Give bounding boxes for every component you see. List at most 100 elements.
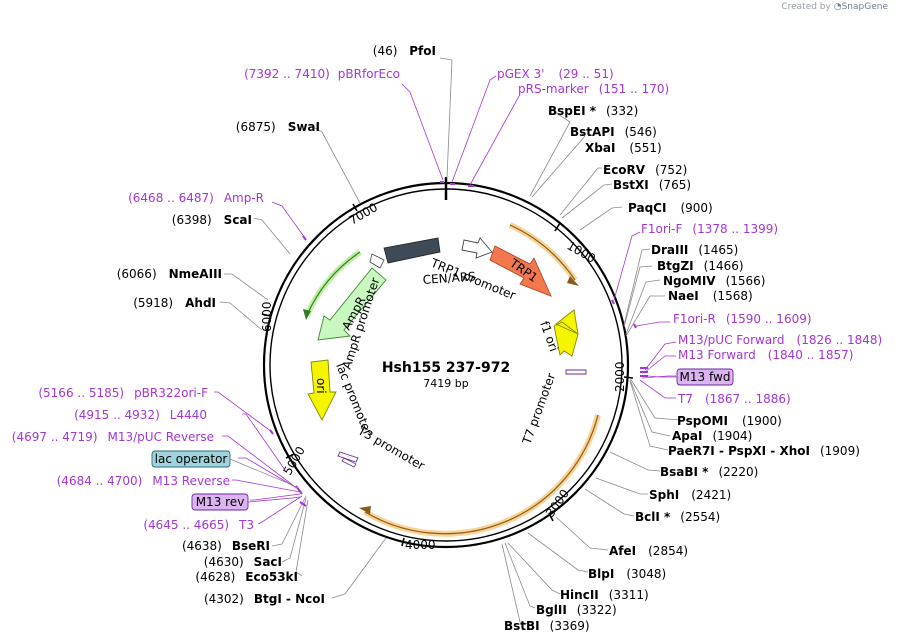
svg-text:M13/pUC Forward(1826 .. 1848): M13/pUC Forward (1826 .. 1848) (678, 333, 882, 347)
svg-text:BstBI(3369): BstBI (3369) (504, 619, 590, 633)
enzyme-name-saci: SacI (254, 555, 282, 569)
t3-promoter-marker (337, 451, 359, 463)
trp1-feature (489, 245, 552, 297)
svg-text:F1ori-R(1590 .. 1609): F1ori-R(1590 .. 1609) (673, 312, 812, 326)
ampr-arrow-arc (306, 251, 361, 316)
enzyme-pos-ecorv: (752) (655, 163, 687, 177)
svg-text:(4630)SacI: (4630) SacI (204, 555, 282, 569)
enzyme-pos-bglii: (3322) (577, 603, 617, 617)
f1-ori-feature (553, 309, 579, 357)
svg-text:(4645 .. 4665)T3: (4645 .. 4665) T3 (143, 518, 254, 532)
boxed-label-m13-fwd: M13 fwd (676, 368, 734, 386)
svg-text:SphI(2421): SphI(2421) (649, 488, 731, 502)
svg-text:PspOMI(1900): PspOMI(1900) (677, 414, 782, 428)
primer-range-pbr322ori-f: (5166 .. 5185) (38, 386, 124, 400)
svg-text:BstAPI(546): BstAPI(546) (570, 125, 657, 139)
enzyme-name-blpi: BlpI (588, 567, 614, 581)
enzyme-name-ecorv: EcoRV (603, 163, 646, 177)
enzyme-name-draiii: DraIII (651, 243, 688, 257)
enzyme-name-ngomiv: NgoMIV (663, 274, 716, 288)
enzyme-pos-paer7i-pspxi-xhoi: (1909) (820, 444, 860, 458)
enzyme-pos-eco53ki: (4628) (195, 570, 235, 584)
credit-prefix: Created by (781, 2, 831, 12)
enzyme-name-paqci: PaqCI (628, 201, 666, 215)
primer-name-t3: T3 (238, 518, 254, 532)
svg-text:BspEI *(332): BspEI *(332) (548, 104, 638, 118)
svg-text:(6398)ScaI: (6398)ScaI (172, 213, 252, 227)
svg-text:ApaI(1904): ApaI(1904) (672, 429, 752, 443)
trp1-arrow-arc (509, 224, 576, 281)
svg-text:(4915 .. 4932)L4440: (4915 .. 4932)L4440 (74, 408, 207, 422)
m13-fwd-leader (647, 375, 677, 378)
enzyme-name-xbai: XbaI (585, 141, 615, 155)
primer-name-f1ori-r: F1ori-R (673, 312, 716, 326)
svg-text:(46) PfoI: (46) PfoI (373, 44, 436, 58)
enzyme-pos-ngomiv: (1566) (726, 274, 766, 288)
feature-label-t7-promoter: T7 promoter (519, 371, 558, 447)
svg-text:(6875)SwaI: (6875)SwaI (236, 120, 320, 134)
plasmid-name: Hsh155 237-972 (382, 360, 510, 376)
enzyme-name-bglii: BglII (536, 603, 567, 617)
tick-2000: 2000 (613, 361, 627, 392)
primer-name-t7: T7 (677, 392, 693, 406)
feature-label-cen-ars: CEN/ARS (422, 269, 476, 287)
tick-7000: 7000 (347, 200, 380, 227)
lac-promoter-marker (341, 457, 357, 468)
enzyme-pos-ahdi: (5918) (133, 296, 173, 310)
enzyme-name-swai: SwaI (288, 120, 320, 134)
enzyme-name-nmeaiii: NmeAIII (169, 267, 222, 281)
enzyme-pos-bspei: (332) (606, 104, 638, 118)
svg-text:T7(1867 .. 1886): T7 (1867 .. 1886) (677, 392, 791, 406)
primer-name-pgex3: pGEX 3' (497, 67, 544, 81)
svg-text:BtgZI(1466): BtgZI(1466) (657, 259, 744, 273)
svg-text:BstXI(765): BstXI (765) (613, 178, 691, 192)
enzyme-pos-afei: (2854) (648, 544, 688, 558)
enzyme-name-btgzi: BtgZI (657, 259, 694, 273)
primer-range-pgex3: (29 .. 51) (558, 67, 613, 81)
enzyme-name-eco53ki: Eco53kI (245, 570, 298, 584)
primer-range-t3: (4645 .. 4665) (143, 518, 229, 532)
svg-text:(6066)NmeAIII: (6066)NmeAIII (117, 267, 222, 281)
enzyme-pos-bstxi: (765) (659, 178, 691, 192)
svg-text:BsaBI *(2220): BsaBI *(2220) (660, 465, 758, 479)
enzyme-pos-draiii: (1465) (698, 243, 738, 257)
primer-range-m13-reverse: (4684 .. 4700) (57, 474, 143, 488)
enzyme-pos-apai: (1904) (712, 429, 752, 443)
cen-ars-feature (383, 237, 441, 264)
primer-range-amp-r: (6468 .. 6487) (128, 191, 214, 205)
enzyme-pos-bstbi: (3369) (550, 619, 590, 633)
primer-name-pbrforeco: pBRforEco (338, 67, 400, 81)
enzyme-pos-bstapi: (546) (625, 125, 657, 139)
enzyme-name-sphi: SphI (649, 488, 679, 502)
enzyme-name-afei: AfeI (609, 544, 636, 558)
svg-text:(4628)Eco53kI: (4628) Eco53kI (195, 570, 298, 584)
enzyme-name-hincii: HincII (560, 588, 599, 602)
primer-range-m13-puc-forward: (1826 .. 1848) (797, 333, 883, 347)
primer-labels: (7392 .. 7410)pBRforEco pGEX 3'(29 .. 51… (12, 67, 882, 532)
enzyme-leader-lines (219, 57, 681, 625)
svg-text:BclI *(2554): BclI *(2554) (635, 510, 720, 524)
svg-text:BlpI(3048): BlpI(3048) (588, 567, 666, 581)
enzyme-name-bstxi: BstXI (613, 178, 649, 192)
enzyme-pos-bseri: (4638) (182, 539, 222, 553)
primer-range-l4440: (4915 .. 4932) (74, 408, 160, 422)
enzyme-name-pfoi: PfoI (409, 44, 436, 58)
trp1-arrowhead (567, 276, 579, 286)
tick-marks (261, 203, 634, 547)
enzyme-name-bstbi: BstBI (504, 619, 540, 633)
svg-text:(6468 .. 6487)Amp-R: (6468 .. 6487) Amp-R (128, 191, 264, 205)
svg-text:HincII(3311): HincII(3311) (560, 588, 649, 602)
enzyme-name-paer7i-pspxi-xhoi: PaeR7I - PspXI - XhoI (668, 444, 810, 458)
enzyme-pos-saci: (4630) (204, 555, 244, 569)
primer-name-m13-puc-reverse: M13/pUC Reverse (108, 430, 215, 444)
box-text-lac-operator: lac operator (155, 452, 228, 466)
enzyme-pos-pfoi: (46) (373, 44, 398, 58)
primer-name-m13-puc-forward: M13/pUC Forward (678, 333, 785, 347)
primer-name-amp-r: Amp-R (224, 191, 264, 205)
svg-text:(4697 .. 4719)M13/pUC Reverse: (4697 .. 4719)M13/pUC Reverse (12, 430, 214, 444)
box-text-m13-rev: M13 rev (196, 495, 245, 509)
enzyme-pos-pspomi: (1900) (742, 414, 782, 428)
enzyme-pos-xbai: (551) (629, 141, 661, 155)
primer-range-t7: (1867 .. 1886) (705, 392, 791, 406)
